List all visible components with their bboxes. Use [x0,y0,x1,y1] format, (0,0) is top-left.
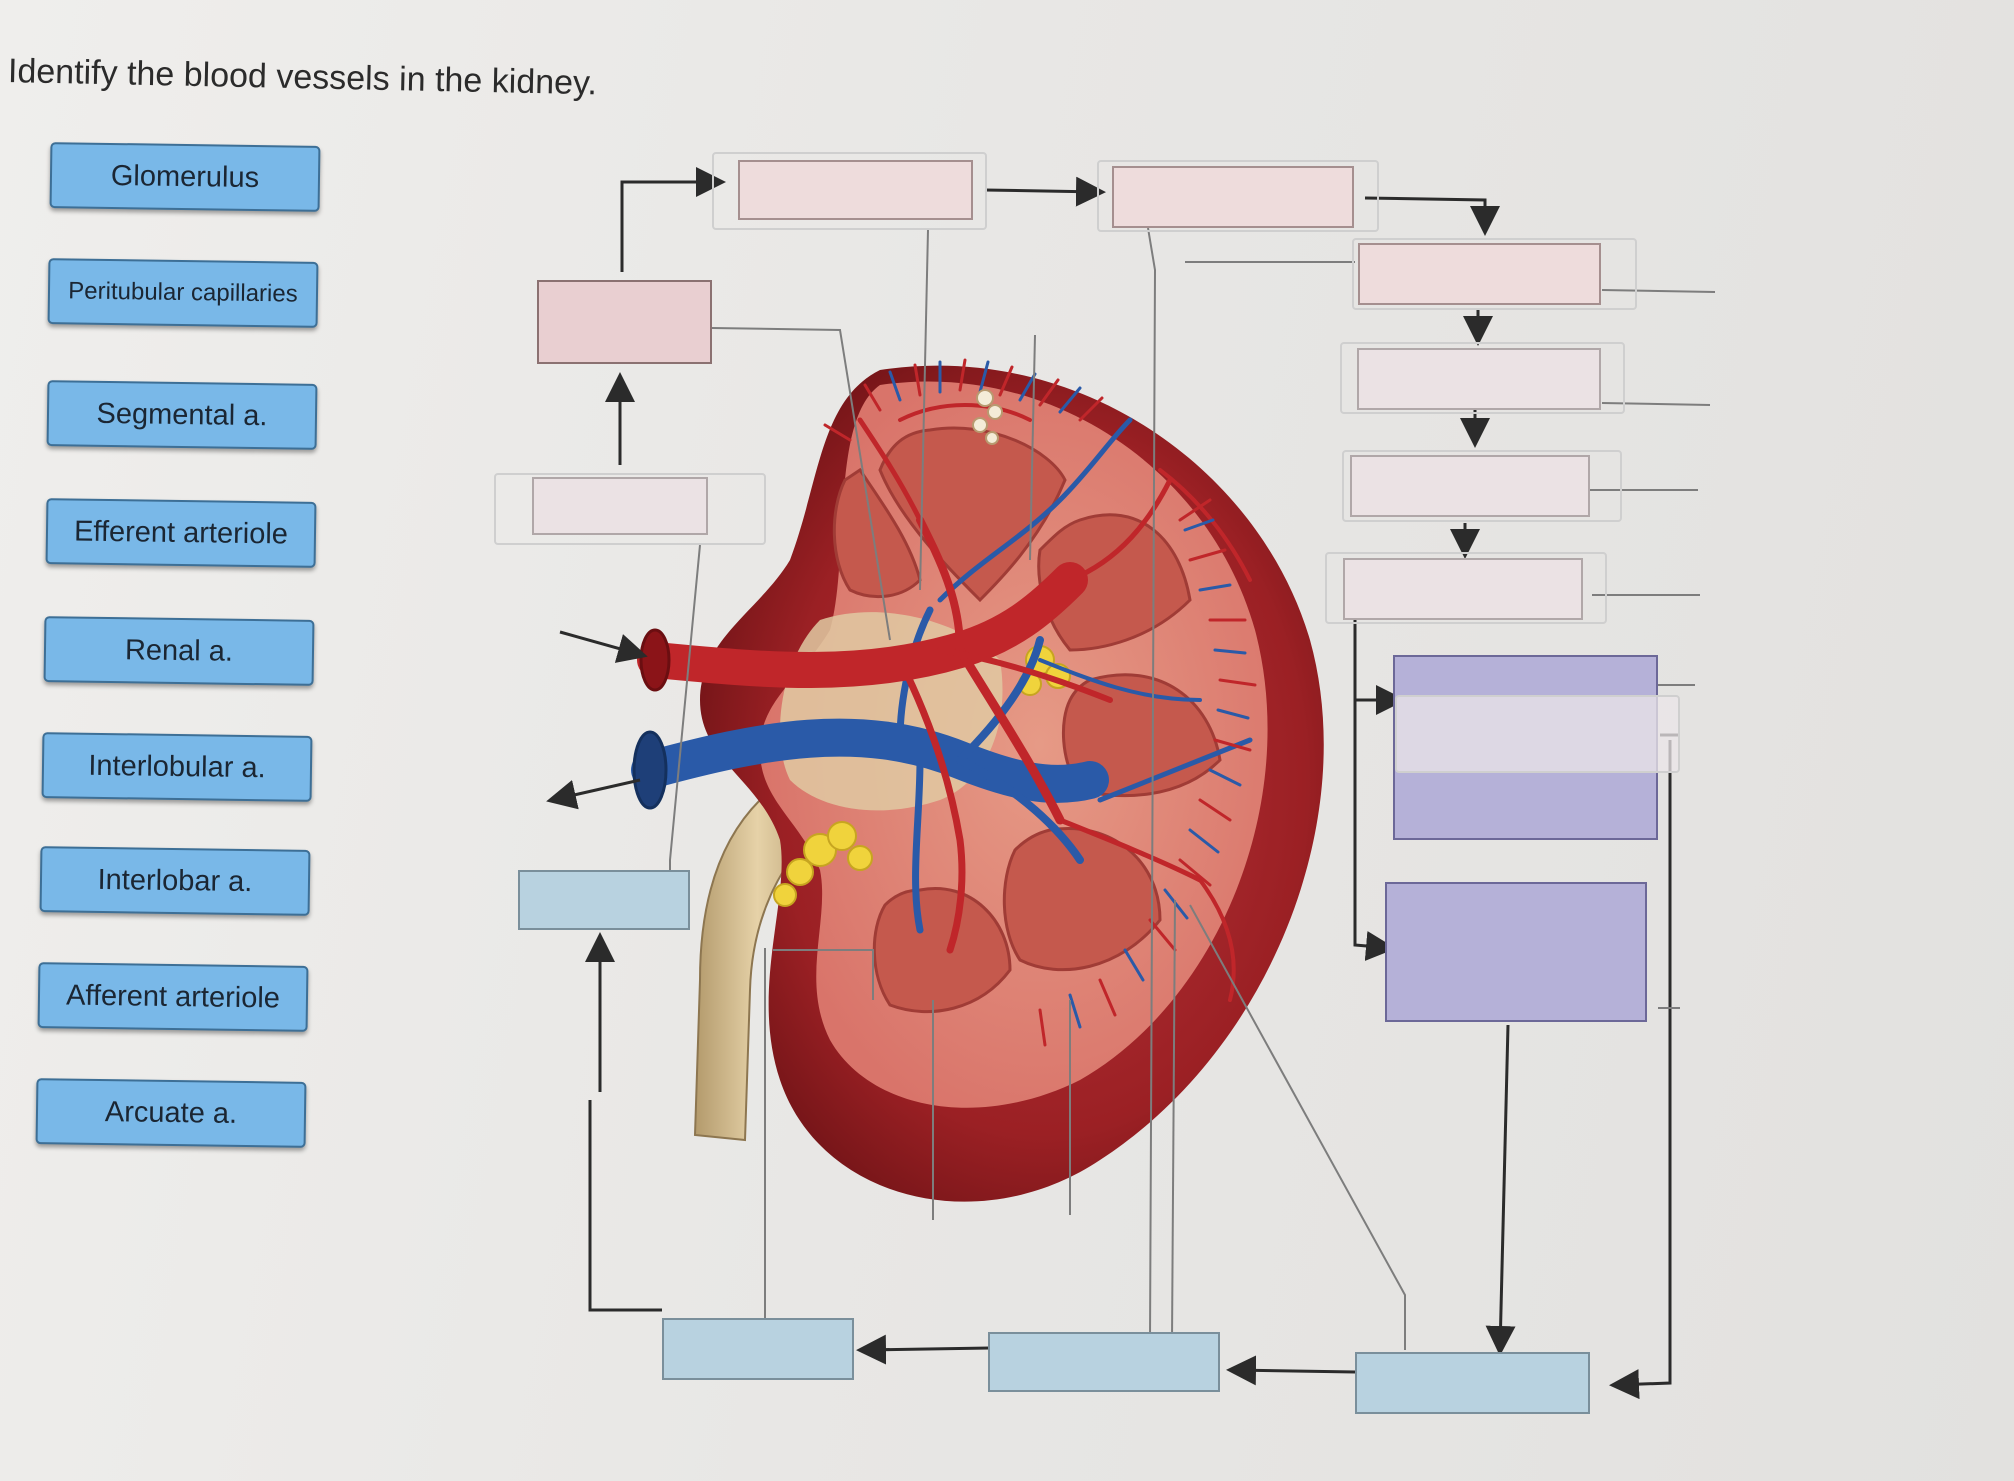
renal-vein-opening [632,730,668,810]
drop-target-right-1[interactable] [1358,243,1601,305]
glomerulus-cluster [972,389,1003,445]
drop-zone-outline [1395,695,1680,773]
drop-target-right-2[interactable] [1357,348,1601,410]
renal-artery-opening [639,628,671,692]
renal-arteries [637,403,1252,1002]
leader-lines [669,227,1716,1350]
drop-zone-outline [1097,160,1379,232]
drop-target-left-upper[interactable] [537,280,712,364]
drop-target-right-3[interactable] [1350,455,1590,517]
cortical-vessels [823,358,1257,1047]
connector-lines [546,167,1680,1400]
drop-target-right-4[interactable] [1343,558,1583,620]
drop-zone-outline [1342,450,1622,522]
drop-target-left-lower[interactable] [518,870,690,930]
drop-zone-outline [494,473,766,545]
drop-zone-outline [1352,238,1637,310]
drop-target-top-1[interactable] [738,160,973,220]
drop-target-bottom-3[interactable] [1355,1352,1590,1414]
drop-zone-outline [1325,552,1607,624]
drop-zone-outline [1340,342,1625,414]
drop-target-top-2[interactable] [1112,166,1354,228]
renal-pyramids [832,426,1222,1013]
drop-target-capillary-lower[interactable] [1385,882,1647,1022]
drop-target-left-middle[interactable] [532,477,708,535]
drop-target-bottom-1[interactable] [662,1318,854,1380]
drop-target-bottom-2[interactable] [988,1332,1220,1392]
drop-zone-outline [712,152,987,230]
